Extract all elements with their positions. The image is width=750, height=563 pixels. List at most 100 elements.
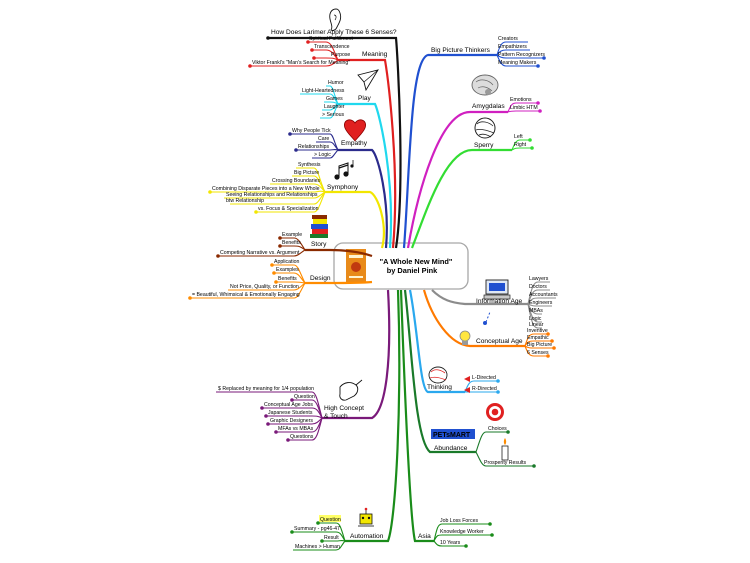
svg-text:PETsMART: PETsMART — [433, 432, 471, 439]
thinking-label: Thinking — [427, 384, 452, 391]
empathy-item: Care — [318, 136, 329, 142]
high-concept-item: Graphic Designers — [270, 418, 313, 424]
conceptual-age-item: Empathic — [527, 335, 549, 341]
branch-empathy[interactable]: Empathy Why People Tick Care Relationshi… — [290, 119, 368, 159]
center-title: "A Whole New Mind" — [380, 257, 453, 266]
high-concept-item: Conceptual Age Jobs — [264, 402, 313, 408]
question-label: How Does Larimer Apply These 6 Senses? — [271, 29, 397, 36]
branch-abundance[interactable]: PETsMART Abundance Choices Prosperity Re… — [431, 403, 534, 467]
symphony-item: btw Relationship — [226, 198, 264, 204]
link-dot — [483, 321, 487, 325]
story-item: Example — [282, 232, 302, 238]
branch-sperry[interactable]: Sperry Left Right — [474, 117, 532, 151]
meaning-item: Purpose — [331, 52, 350, 58]
high-concept-label-1: High Concept — [324, 405, 364, 412]
info-age-item: Doctors — [529, 284, 547, 290]
conceptual-age-label: Conceptual Age — [476, 338, 523, 345]
info-age-item: Accountants — [529, 292, 558, 298]
design-item: Application — [274, 259, 299, 265]
info-age-item: MBAs — [529, 308, 543, 314]
meaning-item: Transcendence — [314, 44, 350, 50]
meaning-label: Meaning — [362, 51, 388, 58]
dashed-link — [485, 311, 491, 323]
symphony-item: Crossing Boundaries — [272, 178, 321, 184]
big-picture-item: Empathizers — [498, 44, 527, 50]
branch-design[interactable]: Design Application Examples Benefits Not… — [190, 259, 331, 299]
branch-conceptual-age[interactable]: Conceptual Age Inventive Empathic Big Pi… — [459, 328, 554, 357]
target-icon — [486, 403, 504, 421]
brain-sketch-icon — [428, 366, 448, 384]
automation-item: Machines > Human — [295, 544, 340, 550]
symphony-item: Synthesis — [298, 162, 321, 168]
play-item: Games — [326, 96, 343, 102]
play-item: Light-Heartedness — [302, 88, 345, 94]
branch-automation[interactable]: Automation Question Summary - pg46-47 Re… — [292, 507, 384, 551]
branch-thinking[interactable]: Thinking L-Directed R-Directed — [427, 366, 498, 393]
high-concept-item: $ Replaced by meaning for 1/4 population — [218, 386, 314, 392]
branch-high-concept[interactable]: High Concept & Touch $ Replaced by meani… — [216, 379, 364, 441]
heart-icon — [344, 119, 366, 142]
story-item: Benefits — [282, 240, 301, 246]
info-age-item: Linear — [529, 322, 544, 328]
play-item: > Serious — [322, 112, 344, 118]
brain-icon — [471, 74, 499, 96]
brain-scan-icon — [474, 117, 496, 139]
sperry-item: Left — [514, 134, 523, 140]
automation-item: Result — [324, 535, 339, 541]
candle-icon — [501, 438, 509, 461]
node-dots[interactable] — [188, 36, 556, 548]
empathy-label: Empathy — [341, 140, 368, 147]
arrow-left-icon — [464, 387, 470, 393]
asia-label: Asia — [418, 533, 431, 540]
music-notes-icon — [334, 160, 354, 180]
branch-meaning[interactable]: Meaning Spiritual Fulfillment Transcende… — [250, 36, 388, 67]
abundance-item: Prosperity Results — [484, 460, 526, 466]
empathy-item: Why People Tick — [292, 128, 331, 134]
sperry-label: Sperry — [474, 142, 494, 149]
branch-asia[interactable]: Asia Job Loss Forces Knowledge Worker 10… — [418, 518, 492, 547]
design-item: Not Price, Quality, or Function — [230, 284, 299, 290]
branch-amygdalas[interactable]: Amygdalas Emotions Limbic HTM — [471, 74, 540, 113]
branch-story[interactable]: Story Example Benefits Competing Narrati… — [218, 215, 328, 257]
abundance-label: Abundance — [434, 445, 468, 452]
play-item: Humor — [328, 80, 344, 86]
branch-info-age[interactable]: Information Age Lawyers Doctors Accounta… — [476, 276, 558, 329]
play-label: Play — [358, 95, 372, 102]
center-subtitle: by Daniel Pink — [387, 266, 438, 275]
meaning-item: Viktor Frankl's "Man's Search for Meanin… — [252, 60, 350, 66]
branch-big-picture[interactable]: Big Picture Thinkers Creators Empathizer… — [431, 36, 545, 67]
asia-item: Job Loss Forces — [440, 518, 478, 524]
conceptual-age-item: Inventive — [527, 328, 548, 334]
amygdalas-item: Limbic HTM — [510, 105, 538, 111]
automation-label: Automation — [350, 533, 384, 540]
sperry-item: Right — [514, 142, 527, 148]
design-label: Design — [310, 275, 331, 282]
design-item: Examples — [276, 267, 299, 273]
branch-play[interactable]: Play Humor Light-Heartedness Games Laugh… — [300, 69, 379, 119]
play-item: Laughter — [324, 104, 345, 110]
conceptual-age-item: 6 Senses — [527, 350, 549, 356]
high-concept-item: Japanese Students — [268, 410, 313, 416]
asia-item: Knowledge Worker — [440, 529, 484, 535]
arrow-left-icon — [464, 376, 470, 382]
big-picture-item: Creators — [498, 36, 518, 42]
thinking-item: R-Directed — [472, 386, 497, 392]
story-label: Story — [311, 241, 327, 248]
info-age-item: Logic — [529, 316, 542, 322]
branch-lines — [268, 36, 528, 543]
symphony-item: Combining Disparate Pieces into a New Wh… — [212, 186, 320, 192]
book-cover-image — [346, 249, 366, 283]
branch-question[interactable]: How Does Larimer Apply These 6 Senses? — [271, 8, 397, 36]
info-age-item: Lawyers — [529, 276, 549, 282]
big-picture-label: Big Picture Thinkers — [431, 47, 491, 54]
abundance-item: Choices — [488, 426, 507, 432]
robot-icon — [358, 507, 374, 527]
meaning-item: Spiritual Fulfillment — [309, 36, 353, 42]
amygdalas-item: Emotions — [510, 97, 532, 103]
story-item: Competing Narrative vs. Argument — [220, 250, 300, 256]
thinking-item: L-Directed — [472, 375, 496, 381]
branch-symphony[interactable]: Symphony Synthesis Big Picture Crossing … — [210, 160, 359, 213]
symphony-label: Symphony — [327, 184, 359, 191]
high-concept-item: Questions — [290, 434, 314, 440]
